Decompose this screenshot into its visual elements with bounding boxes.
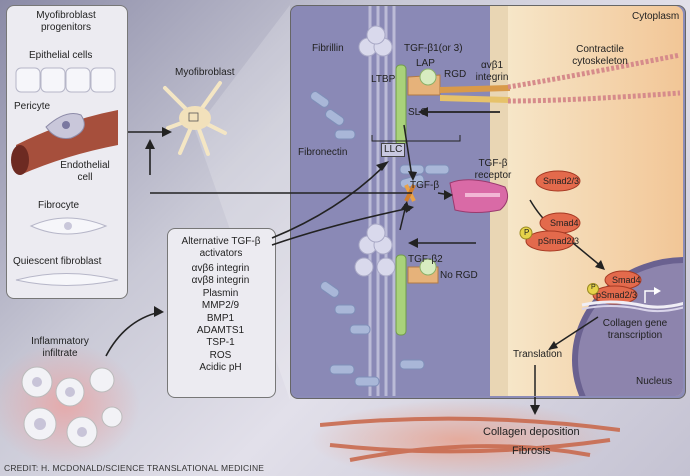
activator-item: Acidic pH <box>199 362 242 374</box>
lap-label: LAP <box>416 58 435 69</box>
collagen-fibers-icon <box>320 416 620 462</box>
tgfb-label: TGF-β <box>410 180 440 191</box>
activators-panel <box>167 228 276 398</box>
smad23-label: Smad2/3 <box>543 176 580 186</box>
activator-item: TSP-1 <box>206 337 235 349</box>
pericyte-icon <box>11 110 118 175</box>
image-credit: CREDIT: H. MCDONALD/SCIENCE TRANSLATIONA… <box>4 463 265 473</box>
myofibroblast-icon <box>163 81 227 156</box>
progenitors-title: Myofibroblast progenitors <box>36 10 96 33</box>
smad4-nucleus-label: Smad4 <box>612 275 641 285</box>
activator-item: Plasmin <box>202 287 239 299</box>
collagen-deposition-label: Collagen deposition <box>483 426 580 438</box>
slc-label: SLC <box>408 107 428 118</box>
p-label: P <box>524 228 530 237</box>
psmad23-label: pSmad2/3 <box>538 236 580 246</box>
norgd-label: No RGD <box>440 270 478 281</box>
epithelial-cells-icon <box>15 67 116 93</box>
activator-item: αvβ8 integrin <box>191 275 250 287</box>
activator-item: MMP2/9 <box>201 300 240 312</box>
activator-item: αvβ6 integrin <box>191 263 250 274</box>
translation-label: Translation <box>513 349 563 360</box>
progenitor-cells-art <box>11 67 119 286</box>
endothelial-label: Endothelial cell <box>60 160 110 183</box>
cytoplasm-label: Cytoplasm <box>632 11 680 22</box>
quiescent-fibroblast-icon <box>15 273 119 286</box>
inflammatory-label: Inflammatory infiltrate <box>31 336 89 359</box>
collagen-tx-label: Collagen gene transcription <box>602 318 668 341</box>
fibrocyte-label: Fibrocyte <box>38 200 80 211</box>
activators-list: αvβ6 integrin αvβ8 integrin Plasmin MMP2… <box>167 263 274 375</box>
receptor-label: TGF-β receptor <box>474 158 512 181</box>
fibrosis-label: Fibrosis <box>512 445 551 457</box>
psmad23-nucleus-label: pSmad2/3 <box>596 290 638 300</box>
fibrocyte-icon <box>29 217 108 235</box>
activator-item: BMP1 <box>206 312 235 324</box>
activator-item: ROS <box>209 349 232 361</box>
inflammatory-cells-icon <box>21 366 123 448</box>
llc-label: LLC <box>381 143 406 157</box>
tgfb2-label: TGF-β2 <box>408 254 443 265</box>
ltbp-label: LTBP <box>371 74 396 85</box>
nucleus-label: Nucleus <box>636 376 673 387</box>
tgfb1-label: TGF-β1(or 3) <box>404 43 463 54</box>
myofibroblast-label: Myofibroblast <box>175 67 235 78</box>
rgd-label: RGD <box>444 69 467 80</box>
integrin-label: αvβ1 integrin <box>475 60 509 83</box>
activators-title: Alternative TGF-β activators <box>181 236 261 259</box>
fibronectin-label: Fibronectin <box>298 147 348 158</box>
pericyte-label: Pericyte <box>14 101 51 112</box>
epithelial-label: Epithelial cells <box>29 50 93 61</box>
smad4-label: Smad4 <box>550 218 579 228</box>
activator-item: ADAMTS1 <box>196 325 245 337</box>
contractile-label: Contractile cytoskeleton <box>572 44 628 67</box>
p-nucleus-label: P <box>591 284 596 291</box>
fibrillin-label: Fibrillin <box>312 43 344 54</box>
quiescent-label: Quiescent fibroblast <box>13 256 102 267</box>
